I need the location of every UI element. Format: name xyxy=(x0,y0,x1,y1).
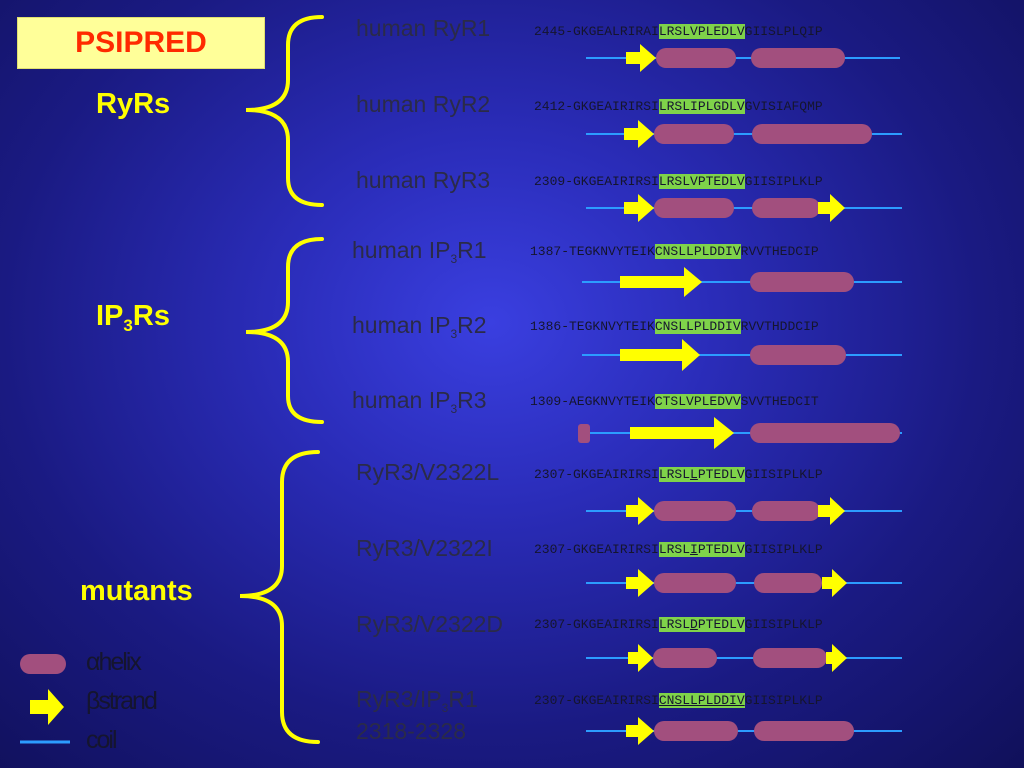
helix xyxy=(654,198,734,218)
strand-arrow xyxy=(818,194,845,222)
helix xyxy=(654,501,736,521)
legend-strand-label: βstrand xyxy=(86,687,158,715)
brace-ryrs xyxy=(245,15,324,207)
track-ip3r2 xyxy=(582,339,902,371)
brace-ip3rs xyxy=(245,237,324,424)
slide-title: PSIPRED xyxy=(75,26,207,59)
row-name-v2322d: RyR3/V2322D xyxy=(356,611,504,637)
group-label-mutants: mutants xyxy=(80,575,193,607)
track-ip3r1 xyxy=(582,267,902,297)
seq-ryr1: 2445-GKGEALRIRAILRSLVPLEDLVGIISLPLQIP xyxy=(534,24,823,39)
strand-arrow xyxy=(626,497,654,525)
legend-helix-label: αhelix xyxy=(86,648,142,676)
helix xyxy=(751,48,845,68)
helix xyxy=(754,573,822,593)
row-name-ip3r1: human IP3R1 xyxy=(352,237,487,266)
legend-strand-arrow xyxy=(30,689,64,725)
strand-arrow xyxy=(626,44,656,72)
title-box: PSIPRED xyxy=(17,17,265,69)
helix xyxy=(754,721,854,741)
track-ip3r3 xyxy=(578,417,902,449)
track-ryr1 xyxy=(586,44,900,72)
helix xyxy=(752,198,820,218)
group-label-ryrs: RyRs xyxy=(96,88,171,120)
strand-arrow xyxy=(624,120,654,148)
helix xyxy=(578,424,590,443)
seq-ryr2: 2412-GKGEAIRIRSILRSLIPLGDLVGVISIAFQMP xyxy=(534,99,823,114)
strand-arrow xyxy=(630,417,734,449)
row-name-ryr1: human RyR1 xyxy=(356,15,491,41)
strand-arrow xyxy=(826,644,847,672)
helix xyxy=(654,721,738,741)
track-chimera xyxy=(586,717,902,745)
seq-v2322d: 2307-GKGEAIRIRSILRSLDPTEDLVGIISIPLKLP xyxy=(534,617,823,632)
strand-arrow xyxy=(626,569,654,597)
helix xyxy=(750,423,900,443)
track-ryr2 xyxy=(586,120,902,148)
helix xyxy=(750,272,854,292)
row-name-chimera-range: 2318-2328 xyxy=(356,718,466,744)
helix xyxy=(654,573,736,593)
track-v2322d xyxy=(586,644,902,672)
row-name-chimera: RyR3/IP3R1 xyxy=(356,686,478,715)
strand-arrow xyxy=(628,644,653,672)
strand-arrow xyxy=(620,267,702,297)
helix xyxy=(752,501,820,521)
strand-arrow xyxy=(624,194,654,222)
seq-ip3r2: 1386-TEGKNVYTEIKCNSLLPLDDIVRVVTHDDCIP xyxy=(530,319,819,334)
track-v2322i xyxy=(586,569,902,597)
seq-v2322i: 2307-GKGEAIRIRSILRSLIPTEDLVGIISIPLKLP xyxy=(534,542,823,557)
strand-arrow xyxy=(822,569,847,597)
helix xyxy=(653,648,717,668)
row-name-v2322l: RyR3/V2322L xyxy=(356,459,500,485)
row-name-ip3r3: human IP3R3 xyxy=(352,387,487,416)
strand-arrow xyxy=(620,339,700,371)
row-name-v2322i: RyR3/V2322I xyxy=(356,535,493,561)
legend-helix-swatch xyxy=(20,654,66,674)
strand-arrow xyxy=(626,717,654,745)
group-label-ip3rs: IP3Rs xyxy=(96,300,170,335)
track-ryr3 xyxy=(586,194,902,222)
helix xyxy=(656,48,736,68)
helix xyxy=(654,124,734,144)
row-name-ryr2: human RyR2 xyxy=(356,91,491,117)
seq-v2322l: 2307-GKGEAIRIRSILRSLLPTEDLVGIISIPLKLP xyxy=(534,467,823,482)
legend-coil-label: coil xyxy=(86,726,117,754)
seq-ryr3: 2309-GKGEAIRIRSILRSLVPTEDLVGIISIPLKLP xyxy=(534,174,823,189)
seq-chimera: 2307-GKGEAIRIRSICNSLLPLDDIVGIISIPLKLP xyxy=(534,693,823,708)
seq-ip3r1: 1387-TEGKNVYTEIKCNSLLPLDDIVRVVTHEDCIP xyxy=(530,244,819,259)
track-v2322l xyxy=(586,497,902,525)
row-name-ip3r2: human IP3R2 xyxy=(352,312,487,341)
helix xyxy=(752,124,872,144)
brace-mutants xyxy=(239,450,320,744)
row-name-ryr3: human RyR3 xyxy=(356,167,491,193)
strand-arrow xyxy=(818,497,845,525)
helix xyxy=(750,345,846,365)
seq-ip3r3: 1309-AEGKNVYTEIKCTSLVPLEDVVSVVTHEDCIT xyxy=(530,394,819,409)
helix xyxy=(753,648,827,668)
